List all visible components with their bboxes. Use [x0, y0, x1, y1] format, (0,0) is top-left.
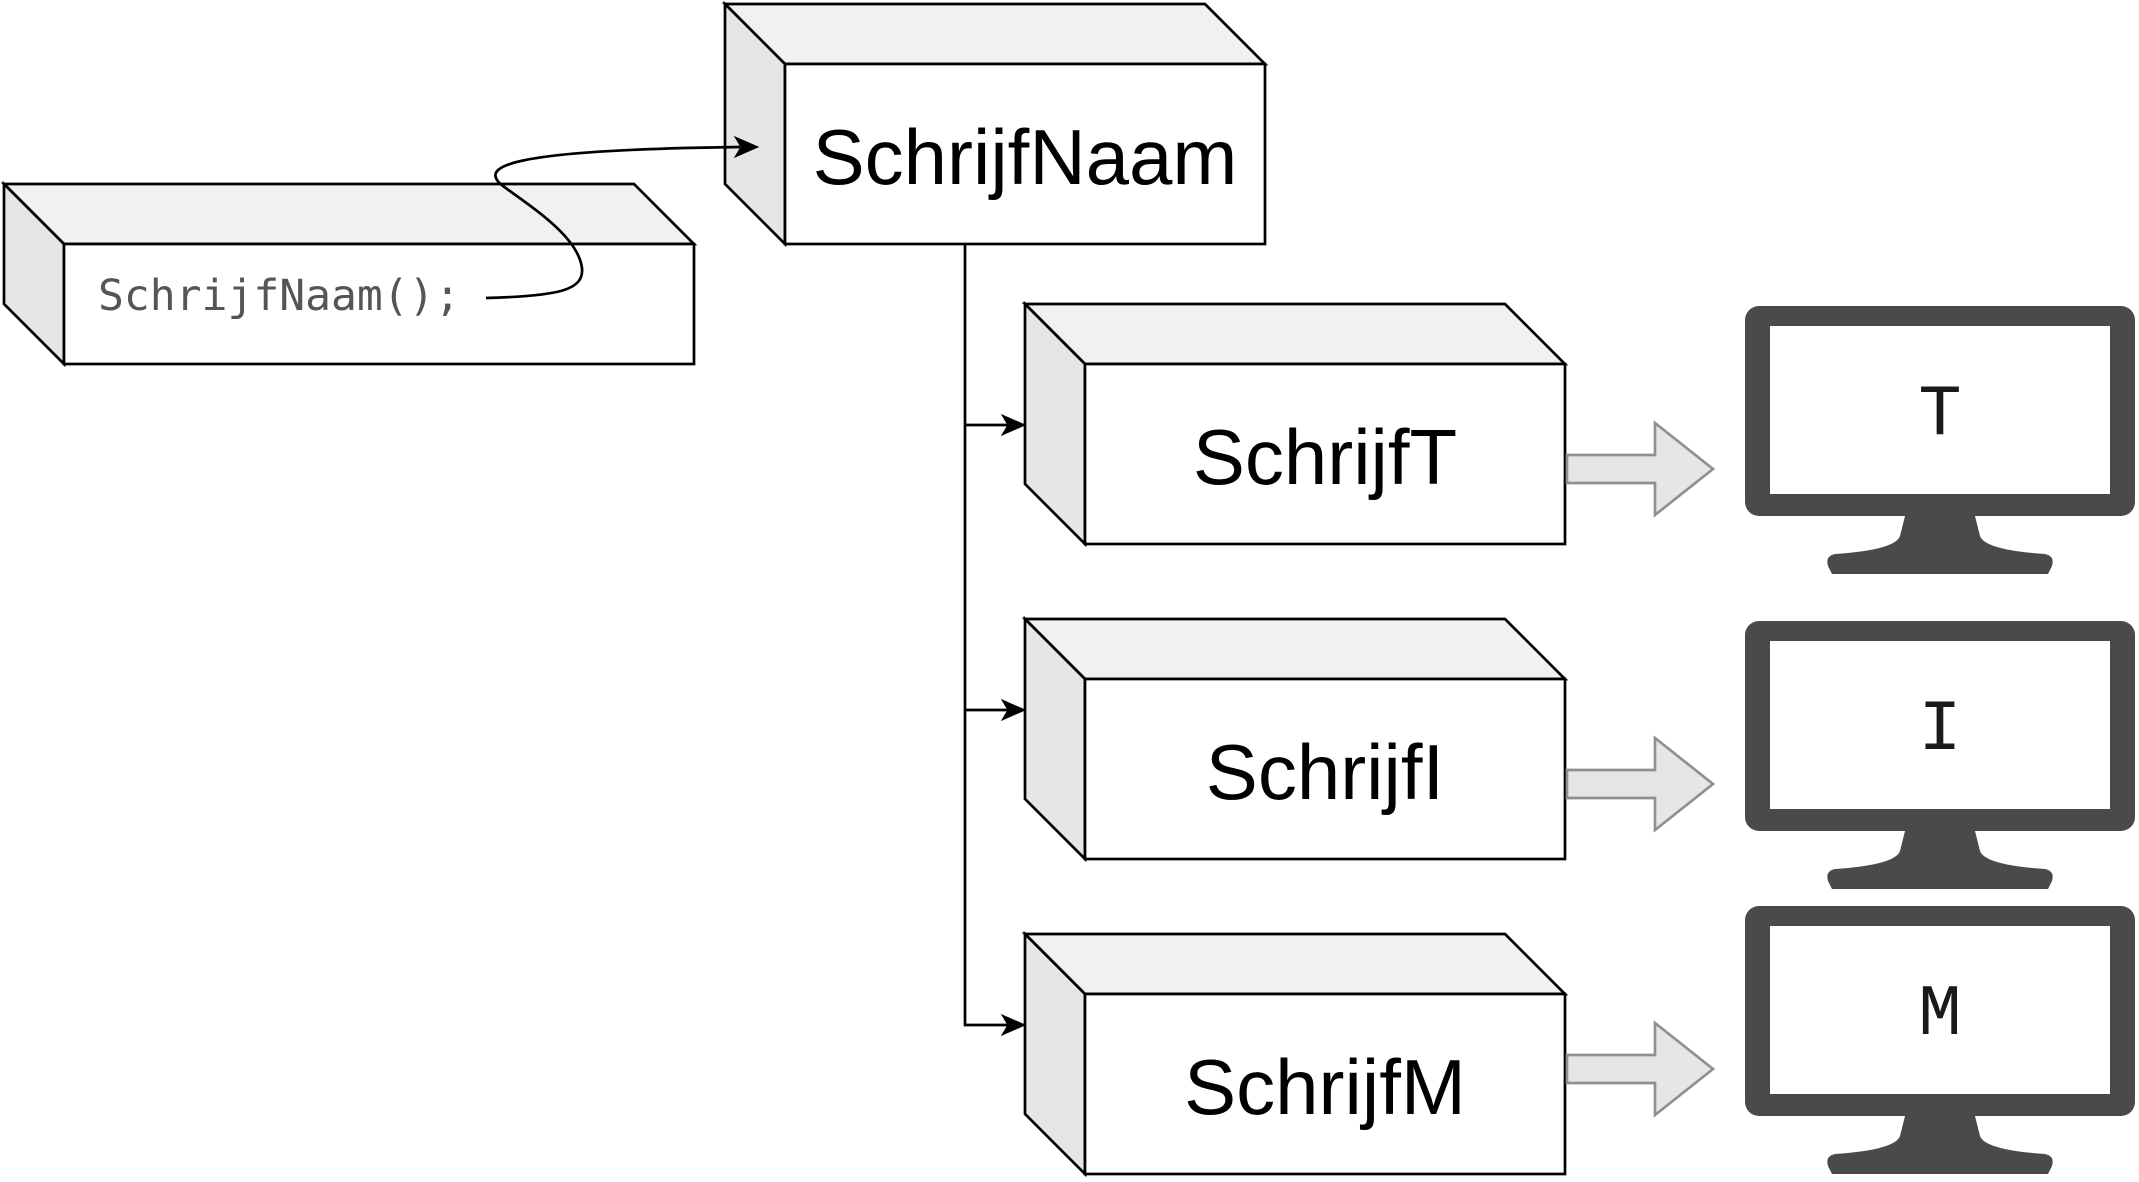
main-procedure-box: SchrijfNaam — [721, 0, 1269, 248]
monitor-icon: I — [1745, 621, 2135, 889]
monitor-icon: M — [1745, 906, 2135, 1174]
screen-output: M — [1918, 974, 1961, 1056]
main-box-top — [721, 2, 1269, 66]
sub-box-front — [1083, 677, 1567, 861]
branch-arrowhead-3 — [1000, 1013, 1027, 1037]
block-arrow-right-icon — [1565, 420, 1716, 518]
sub-box-front — [1083, 992, 1567, 1176]
screen-output: T — [1918, 374, 1961, 456]
caller-box-top — [0, 182, 698, 246]
caller-code: SchrijfNaam(); — [98, 271, 460, 321]
main-procedure-label: SchrijfNaam — [813, 113, 1238, 201]
branch-arrowhead-1 — [1000, 413, 1027, 437]
caller-box-front — [62, 242, 696, 366]
sub-procedure-label: SchrijfM — [1184, 1043, 1466, 1131]
trunk-connector — [963, 244, 1010, 1027]
sub-procedure-box-m: SchrijfM — [1021, 930, 1569, 1178]
branch-arrowhead-2 — [1000, 698, 1027, 722]
call-connector — [485, 145, 741, 300]
caller-box: SchrijfNaam(); — [0, 180, 698, 368]
block-arrow-right-icon — [1565, 735, 1716, 833]
main-box-front — [783, 62, 1267, 246]
sub-box-top — [1021, 617, 1569, 681]
monitor-icon: T — [1745, 306, 2135, 574]
block-arrow-right-icon — [1565, 1020, 1716, 1118]
call-connector-arrowhead — [733, 135, 760, 159]
sub-procedure-label: SchrijfI — [1206, 728, 1444, 816]
screen-output: I — [1918, 689, 1961, 771]
sub-procedure-box-t: SchrijfT — [1021, 300, 1569, 548]
sub-box-front — [1083, 362, 1567, 546]
sub-procedure-box-i: SchrijfI — [1021, 615, 1569, 863]
sub-box-top — [1021, 932, 1569, 996]
sub-box-top — [1021, 302, 1569, 366]
sub-procedure-label: SchrijfT — [1193, 413, 1457, 501]
